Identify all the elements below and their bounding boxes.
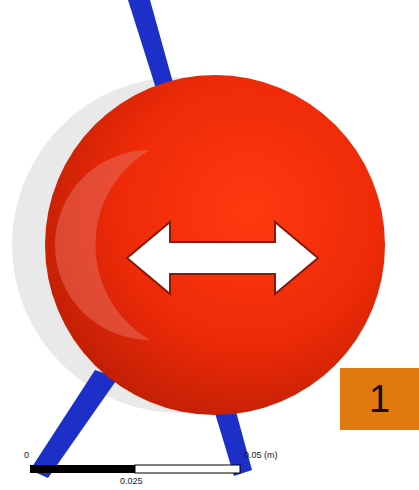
- scale-bar: [30, 465, 135, 473]
- double-arrow: [127, 222, 318, 294]
- sphere-highlight: [55, 150, 150, 340]
- callout-box: 1: [340, 368, 419, 430]
- scale-bar: [135, 465, 240, 473]
- callout-number: 1: [369, 378, 390, 421]
- red-sphere: [45, 75, 385, 415]
- support-leg: [30, 370, 118, 478]
- scale-label: 0.05 (m): [244, 450, 278, 460]
- scale-label: 0: [24, 450, 29, 460]
- scale-label: 0.025: [120, 476, 143, 486]
- support-leg: [128, 0, 175, 95]
